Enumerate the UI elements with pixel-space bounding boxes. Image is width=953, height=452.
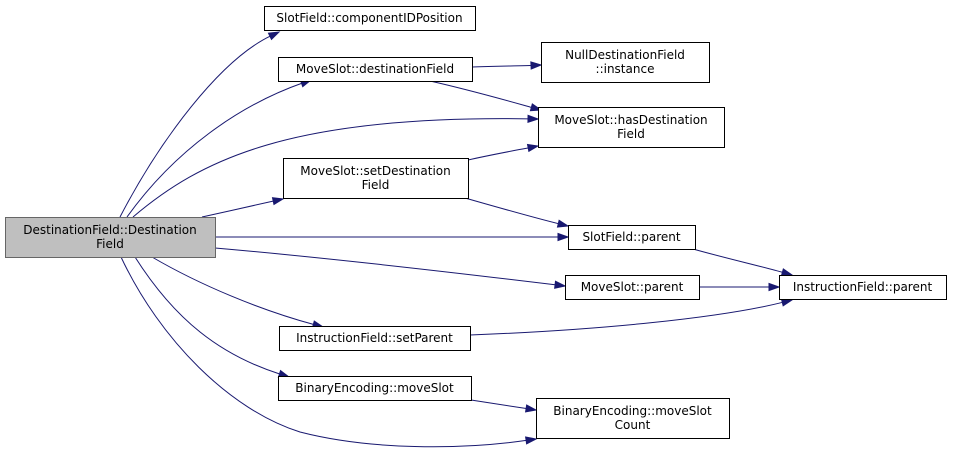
- edge-root-to-n_destfield: [126, 82, 303, 218]
- node-label-line: Field: [617, 127, 645, 141]
- arrow-head-n_ifparent: [768, 282, 781, 292]
- node-label-line: MoveSlot::setDestination: [300, 164, 450, 178]
- node-label-line: NullDestinationField: [565, 48, 685, 62]
- arrow-head-n_nullinst: [530, 61, 543, 70]
- edge-n_destfield-to-n_hasdest: [429, 80, 533, 109]
- node-box: [278, 57, 473, 82]
- node-box: [565, 275, 700, 300]
- node-box: [541, 42, 710, 83]
- arrow-head-n_setdest: [271, 197, 285, 206]
- edge-n_bemoveslot-to-n_bemoveslotcount: [470, 399, 528, 410]
- node-label-line: Count: [615, 418, 651, 432]
- node-bemoveslot[interactable]: BinaryEncoding::moveSlot: [278, 376, 472, 401]
- edge-root-to-n_bemoveslot: [134, 256, 281, 375]
- arrow-head-n_cidpos: [267, 31, 281, 41]
- node-destfield[interactable]: MoveSlot::destinationField: [278, 57, 473, 82]
- arrow-head-n_bemoveslotcount: [524, 404, 538, 413]
- edge-root-to-n_hasdest: [132, 118, 530, 218]
- node-label-line: MoveSlot::hasDestination: [554, 113, 707, 127]
- arrow-head-n_hasdest: [526, 143, 540, 153]
- node-box: [538, 107, 725, 148]
- node-box: [536, 398, 730, 439]
- edge-root-to-n_setdest: [201, 200, 275, 218]
- node-label-line: Field: [96, 237, 124, 251]
- node-label-line: DestinationField::Destination: [23, 223, 197, 237]
- edge-n_setdest-to-n_hasdest: [467, 147, 530, 161]
- nodes-layer: DestinationField::DestinationFieldSlotFi…: [5, 6, 947, 439]
- node-root[interactable]: DestinationField::DestinationField: [5, 217, 216, 258]
- node-label-line: SlotField::componentIDPosition: [276, 11, 462, 25]
- edge-root-to-n_bemoveslotcount: [120, 256, 528, 448]
- node-sfparent[interactable]: SlotField::parent: [568, 225, 696, 250]
- node-ifparent[interactable]: InstructionField::parent: [779, 275, 947, 300]
- arrow-head-n_ifparent: [780, 268, 794, 277]
- edge-n_setdest-to-n_sfparent: [464, 197, 560, 225]
- node-label-line: InstructionField::parent: [793, 280, 933, 294]
- edge-root-to-n_cidpos: [119, 35, 272, 218]
- arrow-head-n_bemoveslotcount: [525, 436, 538, 445]
- arrow-head-n_sfparent: [556, 219, 570, 228]
- node-ifsetparent[interactable]: InstructionField::setParent: [279, 326, 471, 351]
- node-box: [779, 275, 947, 300]
- node-label-line: BinaryEncoding::moveSlot: [295, 381, 454, 395]
- node-box: [568, 225, 696, 250]
- arrow-head-n_ifparent: [780, 298, 794, 307]
- edge-root-to-n_ifsetparent: [151, 256, 315, 326]
- edge-root-to-n_msparent: [214, 247, 557, 286]
- node-label-line: InstructionField::setParent: [296, 331, 453, 345]
- node-label-line: ::instance: [596, 62, 655, 76]
- node-label-line: MoveSlot::parent: [581, 280, 684, 294]
- node-label-line: MoveSlot::destinationField: [296, 62, 454, 76]
- node-box: [264, 6, 476, 31]
- node-nullinst[interactable]: NullDestinationField::instance: [541, 42, 710, 83]
- arrow-head-n_sfparent: [557, 232, 570, 242]
- node-box: [278, 376, 472, 401]
- edge-n_ifsetparent-to-n_ifparent: [469, 301, 784, 336]
- arrow-head-n_hasdest: [527, 114, 540, 124]
- edge-n_destfield-to-n_nullinst: [471, 64, 533, 68]
- edge-n_sfparent-to-n_ifparent: [692, 248, 784, 274]
- node-box: [5, 217, 216, 258]
- node-cidpos[interactable]: SlotField::componentIDPosition: [264, 6, 476, 31]
- arrow-head-n_msparent: [554, 280, 567, 289]
- node-box: [279, 326, 471, 351]
- node-label-line: SlotField::parent: [582, 230, 680, 244]
- node-label-line: BinaryEncoding::moveSlot: [553, 404, 712, 418]
- node-label-line: Field: [362, 178, 390, 192]
- node-box: [283, 158, 469, 199]
- node-msparent[interactable]: MoveSlot::parent: [565, 275, 700, 300]
